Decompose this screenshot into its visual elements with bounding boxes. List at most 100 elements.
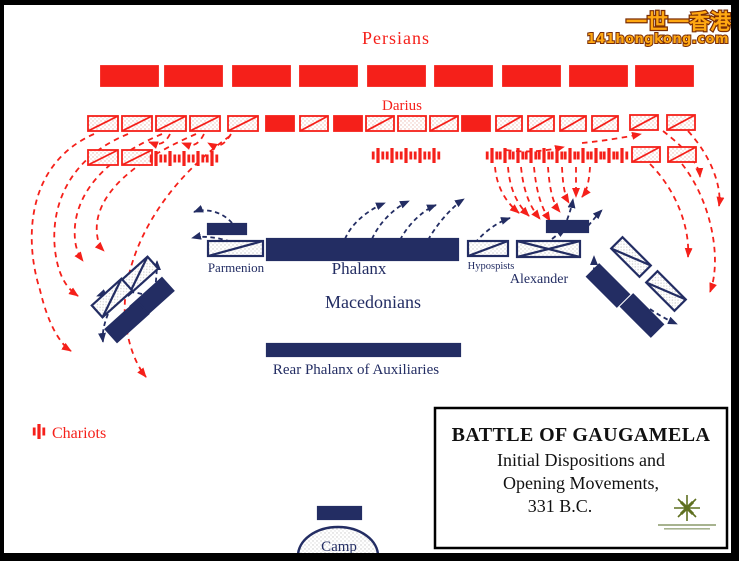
chariots-legend: Chariots	[32, 424, 106, 442]
hypaspists-label: Hypospists	[468, 261, 515, 272]
title-line2: Initial Dispositions and	[497, 450, 665, 470]
title-line3: Opening Movements,	[503, 473, 659, 493]
chariot-symbol	[371, 148, 385, 163]
chariot-symbol	[602, 148, 616, 163]
persian-unit	[189, 115, 221, 132]
persian-movement-arrow	[560, 166, 570, 204]
chariot-symbol	[576, 148, 590, 163]
right-flank-cavalry	[644, 269, 688, 313]
chariot-symbol	[191, 151, 205, 166]
movement-arrows-layer	[30, 130, 725, 378]
chariot-symbol	[511, 148, 525, 163]
persian-movement-arrow	[507, 166, 530, 217]
chariot-symbol	[563, 148, 577, 163]
persian-unit	[232, 65, 291, 87]
camp-label: Camp	[321, 539, 357, 555]
persian-unit	[434, 65, 493, 87]
persian-unit	[299, 115, 329, 132]
persian-unit	[227, 115, 259, 132]
parmenion-label: Parmenion	[208, 260, 265, 275]
right-flank-infantry	[619, 293, 665, 338]
persian-unit	[667, 146, 697, 163]
persian-unit	[629, 114, 659, 131]
chariot-symbol	[399, 148, 413, 163]
title-box: BATTLE OF GAUGAMELA Initial Dispositions…	[433, 406, 729, 550]
macedonian-movement-arrow	[587, 209, 603, 227]
persian-unit	[299, 65, 358, 87]
left-flank-infantry	[104, 299, 150, 344]
chariot-symbol	[498, 148, 512, 163]
title-line1: BATTLE OF GAUGAMELA	[452, 424, 711, 446]
parmenion-cavalry	[206, 239, 265, 258]
chariot-symbol	[149, 151, 163, 166]
alexander-advance-bar	[545, 219, 590, 234]
persian-unit	[635, 65, 694, 87]
persian-movement-arrow	[547, 166, 561, 213]
chariot-symbol	[537, 148, 551, 163]
chariot-symbol	[485, 148, 499, 163]
chariot-icon	[32, 424, 46, 439]
phalanx-bar	[265, 237, 460, 262]
macedonian-movement-arrow	[96, 289, 143, 297]
persian-unit	[164, 65, 223, 87]
persian-unit	[527, 115, 555, 132]
persian-unit	[559, 115, 587, 132]
persian-unit	[367, 65, 426, 87]
macedonians-label: Macedonians	[325, 292, 421, 312]
watermark-logo: 一世一香港 141hongkong.com	[586, 9, 733, 48]
persian-unit	[333, 115, 363, 132]
persian-unit	[397, 115, 427, 132]
left-flank-cavalry	[90, 277, 134, 319]
persian-unit	[155, 115, 187, 132]
watermark-line1: 一世一香港	[626, 10, 732, 34]
chariot-symbol	[177, 151, 191, 166]
darius-label: Darius	[382, 98, 422, 114]
title-line4: 331 B.C.	[528, 496, 593, 516]
persian-unit	[495, 115, 523, 132]
units-layer	[87, 65, 697, 521]
phalanx-label: Phalanx	[332, 259, 387, 278]
macedonian-movement-arrow	[427, 198, 465, 241]
persian-unit	[100, 65, 159, 87]
persian-unit	[631, 146, 661, 163]
persians-label: Persians	[362, 28, 430, 48]
macedonian-movement-arrow	[551, 228, 567, 240]
persian-movement-arrow	[181, 133, 205, 150]
chariot-symbol	[413, 148, 427, 163]
alexander-companions	[515, 239, 582, 259]
persian-movement-arrow	[681, 163, 717, 293]
hypaspists-unit	[466, 239, 510, 258]
persian-movement-arrow	[533, 166, 551, 222]
macedonian-movement-arrow	[193, 204, 233, 224]
persian-movement-arrow	[148, 133, 171, 149]
credit-text-illegible	[658, 524, 716, 530]
rear-phalanx-bar	[265, 342, 462, 358]
macedonian-movement-arrow	[344, 202, 386, 240]
persian-unit	[265, 115, 295, 132]
rear-phalanx-label: Rear Phalanx of Auxiliaries	[273, 362, 439, 378]
persian-movement-arrow	[520, 166, 541, 220]
chariot-symbol	[32, 424, 46, 439]
macedonian-movement-arrow	[649, 308, 678, 325]
camp-guard-bar	[316, 505, 363, 521]
compass-star-icon	[674, 495, 700, 521]
chariot-symbol	[205, 151, 219, 166]
parmenion-advance-bar	[206, 222, 248, 236]
persian-unit	[429, 115, 459, 132]
macedonian-movement-arrow	[399, 204, 437, 241]
chariot-symbol	[615, 148, 629, 163]
persian-unit	[569, 65, 628, 87]
chariots-legend-label: Chariots	[52, 425, 106, 442]
persian-movement-arrow	[581, 131, 642, 144]
persian-movement-arrow	[581, 166, 591, 198]
chariot-symbol	[385, 148, 399, 163]
chariot-symbol	[163, 151, 177, 166]
chariot-symbol	[427, 148, 441, 163]
persian-unit	[121, 115, 153, 132]
persian-movement-arrow	[505, 145, 565, 153]
persian-movement-arrow	[649, 163, 693, 258]
chariot-symbol	[524, 148, 538, 163]
